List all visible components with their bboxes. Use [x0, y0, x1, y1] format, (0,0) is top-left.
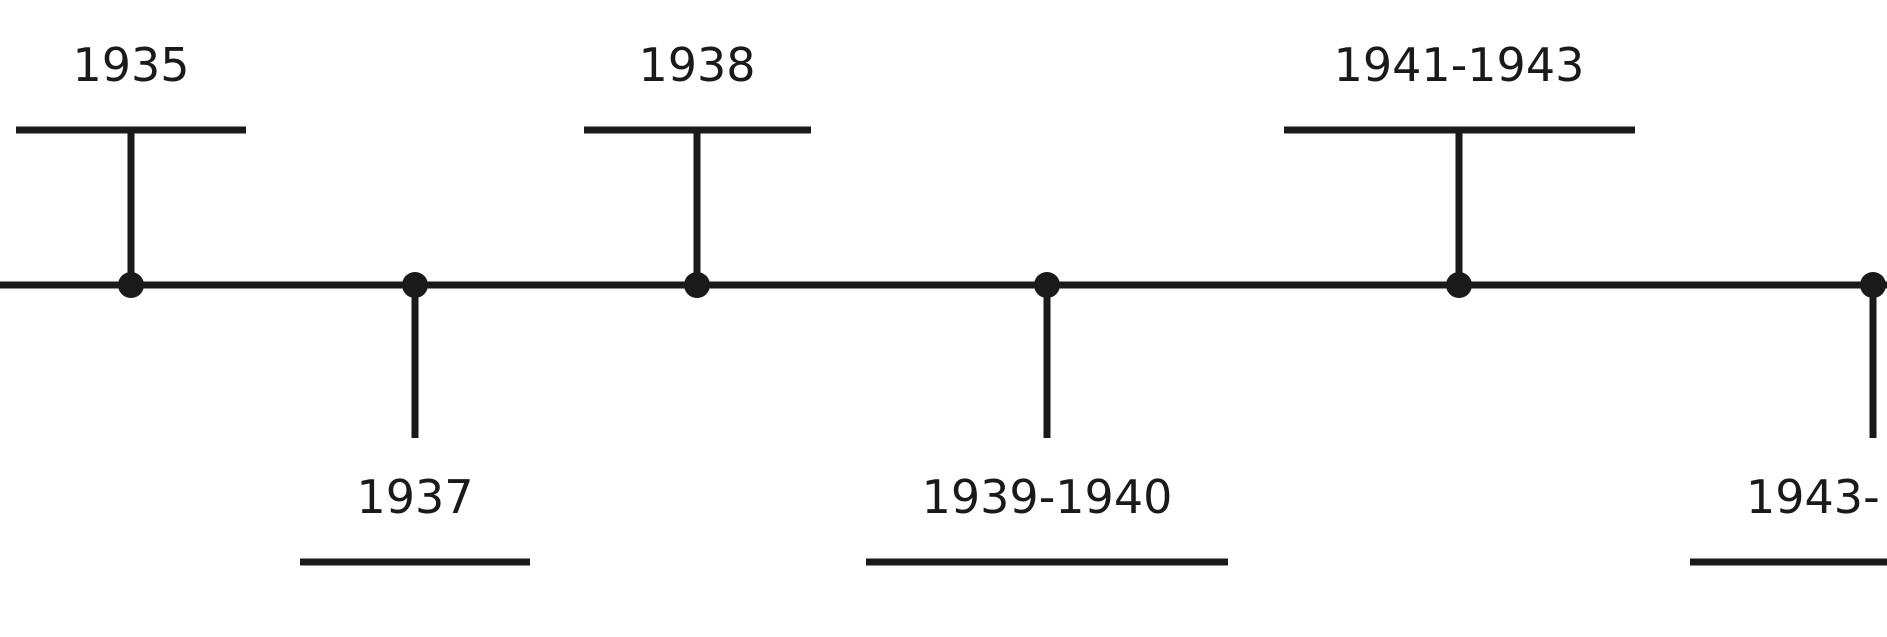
event-label: 1937: [356, 470, 473, 524]
timeline-event-1939-1940: 1939-1940: [866, 272, 1228, 566]
event-label: 1939-1940: [922, 470, 1173, 524]
timeline-event-1937: 1937: [300, 272, 530, 566]
timeline-event-1935: 1935: [16, 38, 246, 298]
event-label: 1938: [638, 38, 755, 92]
event-label: 1943-: [1746, 470, 1880, 524]
event-label: 1935: [72, 38, 189, 92]
timeline-event-1943: 1943-: [1690, 272, 1887, 566]
timeline-event-1938: 1938: [584, 38, 811, 298]
event-label: 1941-1943: [1334, 38, 1585, 92]
timeline-event-1941-1943: 1941-1943: [1284, 38, 1635, 298]
